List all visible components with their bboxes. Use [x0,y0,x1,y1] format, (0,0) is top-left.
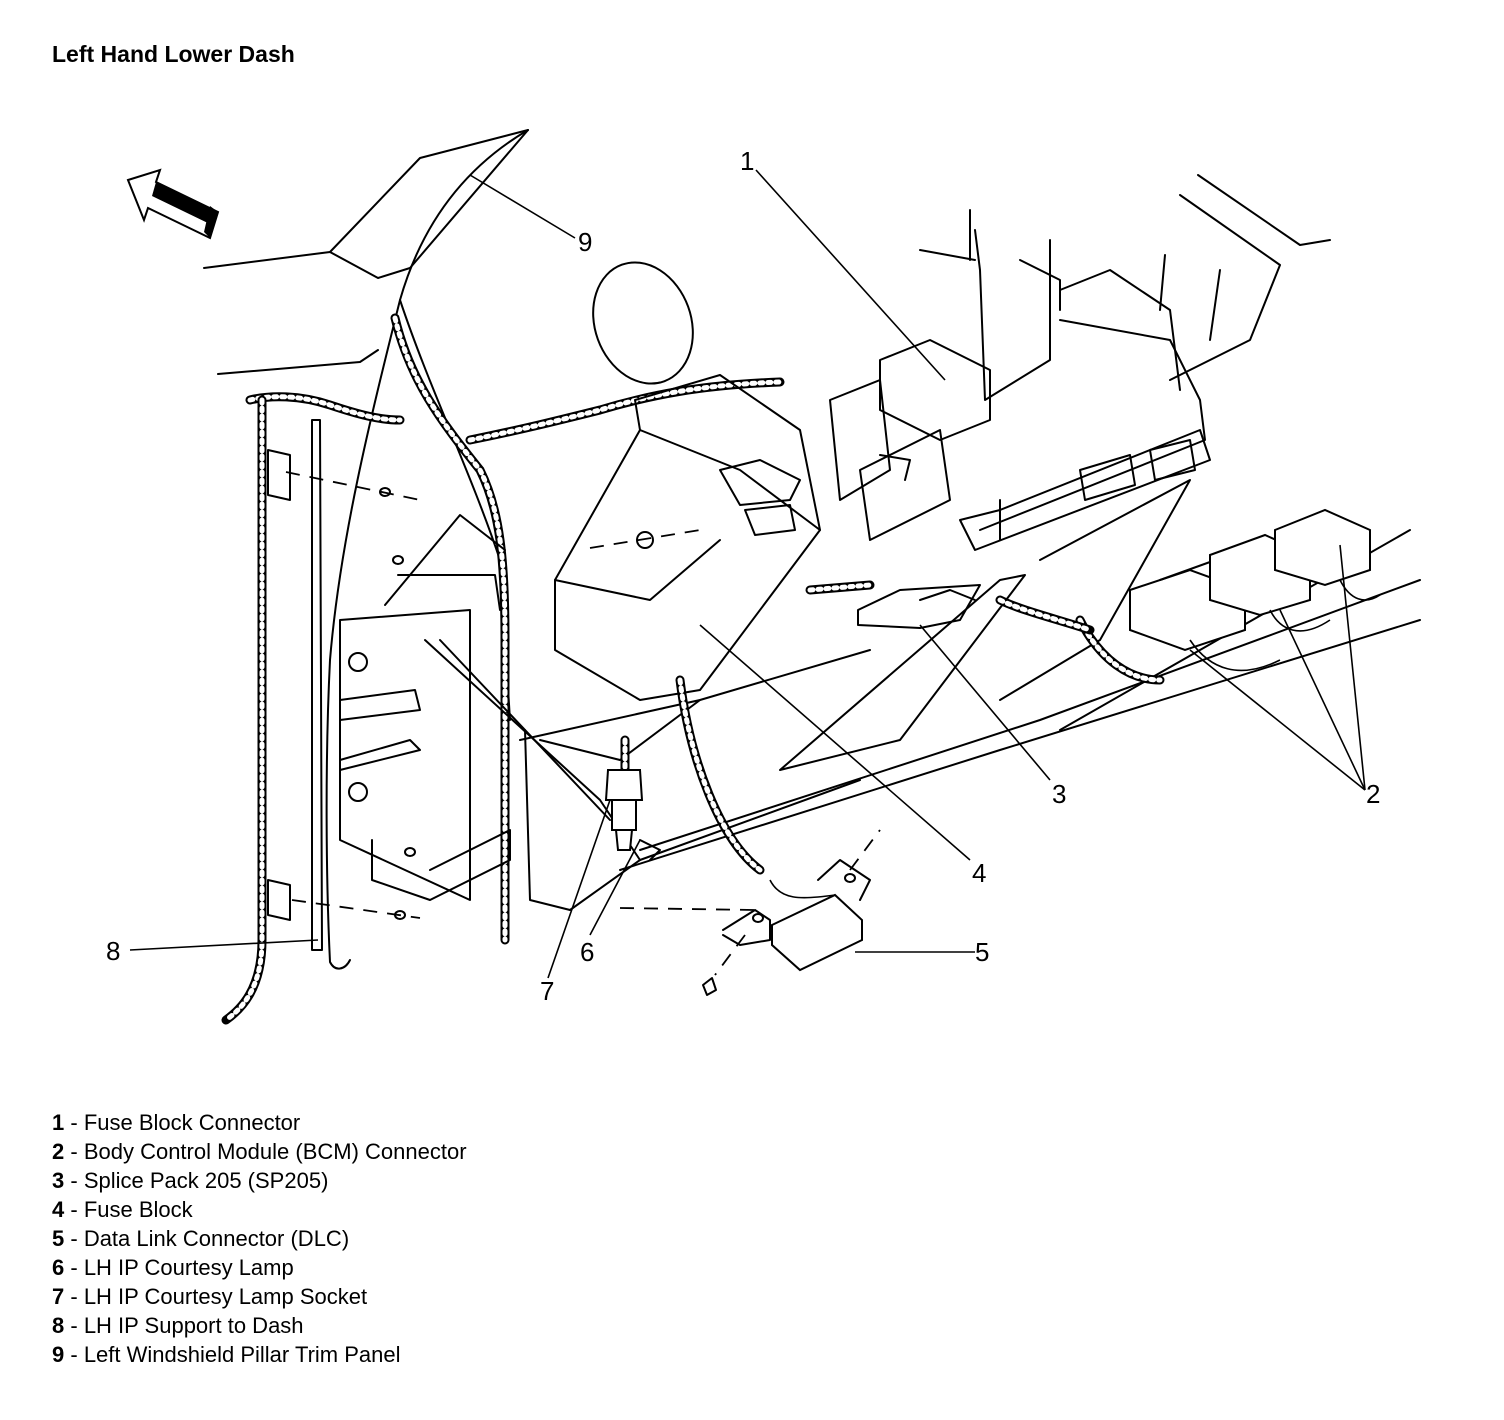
left-harness [221,313,785,1025]
legend-item: 4 - Fuse Block [52,1197,193,1222]
callout-6: 6 [580,937,594,967]
legend: 1 - Fuse Block Connector 2 - Body Contro… [52,1108,467,1369]
splice-pack [779,479,1191,771]
legend-item: 9 - Left Windshield Pillar Trim Panel [52,1342,401,1367]
front-direction-arrow-icon [126,168,220,240]
callout-1: 1 [740,146,754,176]
legend-item: 6 - LH IP Courtesy Lamp [52,1255,294,1280]
callout-8: 8 [106,936,120,966]
bcm-connectors [1129,508,1381,672]
courtesy-lamp [604,735,661,861]
leader-lines [129,169,1366,979]
callout-4: 4 [972,858,986,888]
callout-9: 9 [578,227,592,257]
legend-item: 3 - Splice Pack 205 (SP205) [52,1168,329,1193]
callout-3: 3 [1052,779,1066,809]
diagram-title: Left Hand Lower Dash [52,41,295,67]
lower-dash-diagram: 1 2 3 4 5 6 7 8 9 [106,129,1421,1025]
ip-support-bracket [267,419,511,951]
legend-item: 1 - Fuse Block Connector [52,1110,301,1135]
callout-2: 2 [1366,779,1380,809]
right-harness [805,580,1165,685]
windshield-pillar-trim-panel [203,129,529,970]
fuse-block [539,374,821,761]
fuse-block-connector [829,229,1051,541]
callout-7: 7 [540,976,554,1006]
legend-item: 5 - Data Link Connector (DLC) [52,1226,350,1251]
legend-item: 2 - Body Control Module (BCM) Connector [52,1139,467,1164]
upper-right-structure [959,174,1331,551]
data-link-connector [619,675,881,996]
legend-item: 8 - LH IP Support to Dash [52,1313,304,1338]
callout-5: 5 [975,937,989,967]
legend-item: 7 - LH IP Courtesy Lamp Socket [52,1284,368,1309]
